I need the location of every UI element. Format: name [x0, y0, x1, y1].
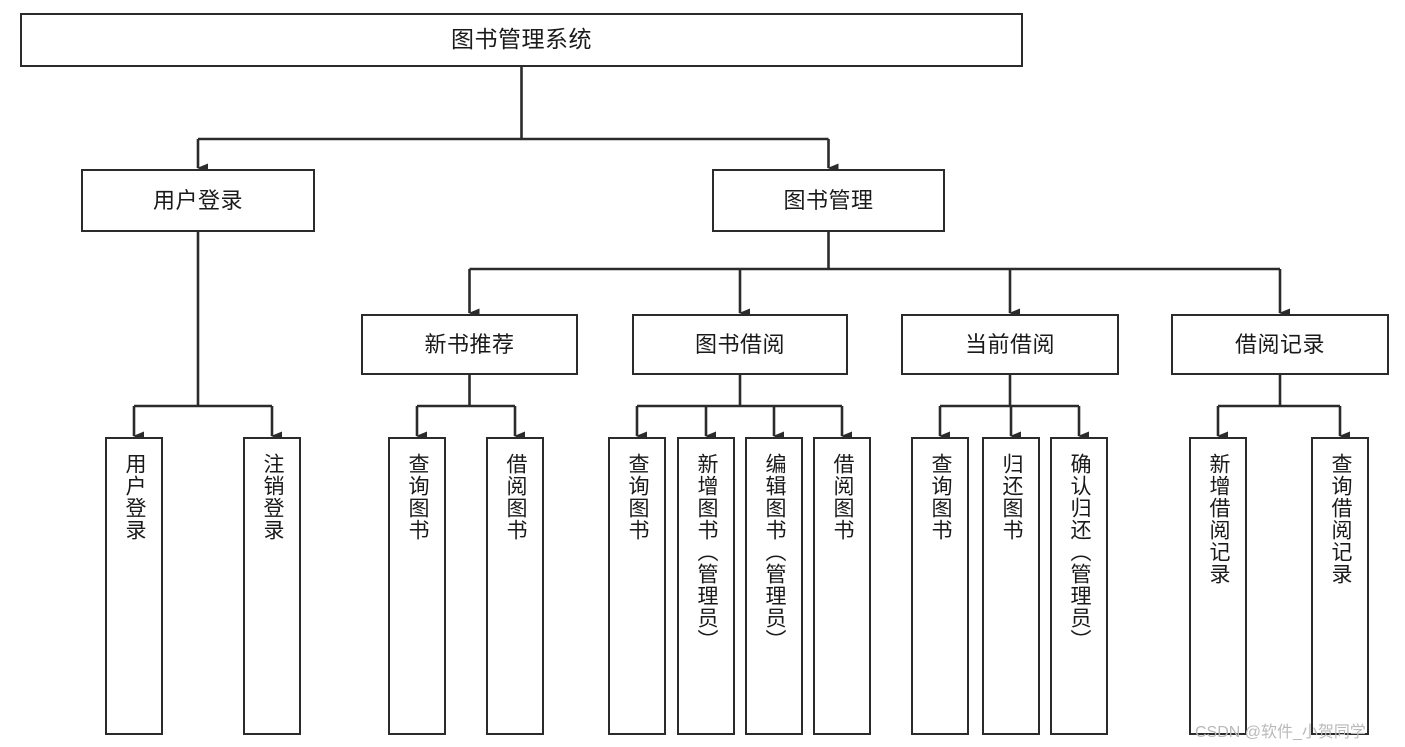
node-label: 当前借阅	[964, 331, 1055, 357]
leaf-node-return-book[interactable]: 归还图书	[982, 437, 1040, 735]
node-new-book-recommend[interactable]: 新书推荐	[361, 314, 578, 375]
node-label: 查询图书	[626, 453, 650, 541]
csdn-watermark: CSDN @软件_小贺同学	[1195, 724, 1366, 741]
node-label: 图书借阅	[694, 331, 785, 357]
leaf-node-add-book[interactable]: 新增图书（管理员）	[677, 437, 735, 735]
leaf-node-edit-book[interactable]: 编辑图书（管理员）	[745, 437, 803, 735]
node-label: 查询借阅记录	[1329, 453, 1353, 585]
node-label: 借阅记录	[1234, 331, 1325, 357]
node-label: 归还图书	[1000, 453, 1024, 541]
node-label: 用户登录	[152, 187, 243, 213]
leaf-node-add-borrow-record[interactable]: 新增借阅记录	[1189, 437, 1247, 735]
leaf-node-query-book-2[interactable]: 查询图书	[608, 437, 666, 735]
leaf-node-query-book-3[interactable]: 查询图书	[911, 437, 969, 735]
node-user-login[interactable]: 用户登录	[81, 169, 315, 232]
node-current-borrow[interactable]: 当前借阅	[901, 314, 1119, 375]
node-book-management[interactable]: 图书管理	[712, 169, 945, 232]
node-label: 新增借阅记录	[1207, 453, 1231, 585]
node-label: 查询图书	[929, 453, 953, 541]
leaf-node-user-login[interactable]: 用户登录	[105, 437, 163, 735]
node-label: 新书推荐	[424, 331, 515, 357]
leaf-node-borrow-book-2[interactable]: 借阅图书	[813, 437, 871, 735]
node-label: 新增图书（管理员）	[695, 453, 719, 651]
leaf-node-logout[interactable]: 注销登录	[243, 437, 301, 735]
edge-group	[132, 67, 1350, 441]
node-label: 借阅图书	[831, 453, 855, 541]
leaf-node-query-book-1[interactable]: 查询图书	[388, 437, 446, 735]
node-book-borrow[interactable]: 图书借阅	[632, 314, 848, 375]
node-label: 图书管理	[783, 187, 874, 213]
node-label: 查询图书	[406, 453, 430, 541]
node-book-management-system[interactable]: 图书管理系统	[20, 13, 1023, 67]
node-borrow-record[interactable]: 借阅记录	[1171, 314, 1389, 375]
leaf-node-borrow-book-1[interactable]: 借阅图书	[486, 437, 544, 735]
node-label: 图书管理系统	[451, 26, 592, 53]
leaf-node-query-borrow-record[interactable]: 查询借阅记录	[1311, 437, 1369, 735]
node-label: 注销登录	[261, 453, 285, 541]
node-label: 用户登录	[123, 453, 147, 541]
node-label: 借阅图书	[504, 453, 528, 541]
leaf-node-confirm-return[interactable]: 确认归还（管理员）	[1050, 437, 1108, 735]
node-label: 确认归还（管理员）	[1068, 453, 1092, 651]
node-label: 编辑图书（管理员）	[763, 453, 787, 651]
